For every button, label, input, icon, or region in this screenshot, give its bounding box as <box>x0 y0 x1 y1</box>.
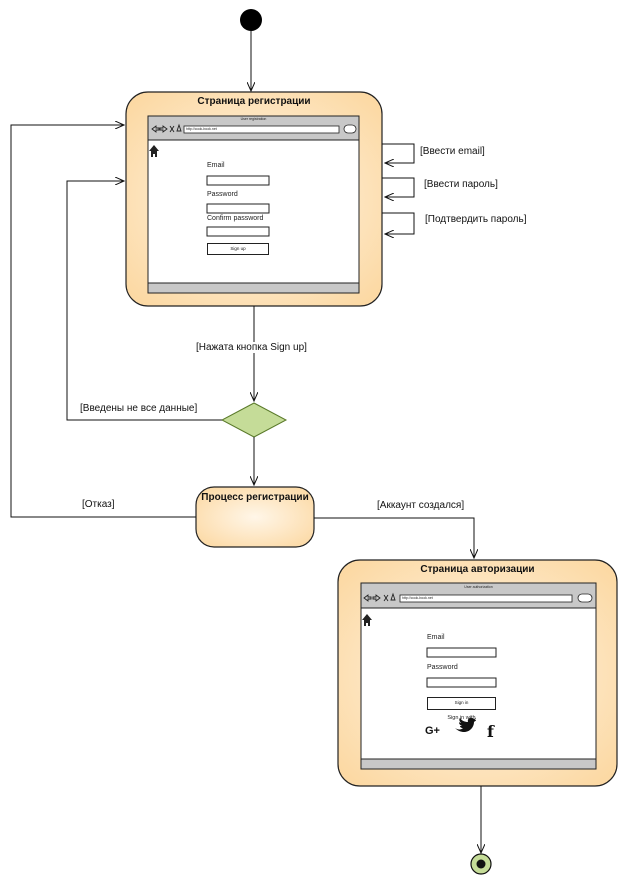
guard-signup-pressed: [Нажата кнопка Sign up] <box>196 342 307 353</box>
guard-enter-email: [Ввести email] <box>420 146 485 157</box>
registration-address-bar <box>183 125 340 134</box>
flow-enter-password-loop <box>382 177 415 197</box>
registration-url-text: http://cook-book.net <box>186 127 217 131</box>
authorization-status-bar <box>360 758 597 770</box>
registration-confirm-field <box>206 226 270 237</box>
decision-node <box>220 402 288 438</box>
registration-state-title: Страница регистрации <box>197 96 311 107</box>
registration-password-field <box>206 203 270 214</box>
flow-confirm-password-loop <box>382 212 415 234</box>
authorization-nav-icons <box>363 592 396 602</box>
registration-confirm-label: Confirm password <box>207 215 264 222</box>
authorization-url-text: http://cook-book.net <box>402 596 433 600</box>
registration-password-label: Password <box>207 191 238 198</box>
flow-refusal <box>10 125 196 518</box>
guard-account-created: [Аккаунт создался] <box>377 500 465 511</box>
authorization-email-label: Email <box>427 634 445 641</box>
registration-signup-button: Sign up <box>207 243 269 255</box>
flow-account-created <box>314 517 474 558</box>
google-plus-icon: G+ <box>425 725 440 737</box>
final-node-core <box>476 859 486 869</box>
authorization-home-icon <box>362 614 372 626</box>
registration-window-title: User registration <box>240 117 267 121</box>
authorization-password-label: Password <box>427 664 458 671</box>
guard-incomplete-data: [Введены не все данные] <box>80 403 198 414</box>
registration-email-field <box>206 175 270 186</box>
authorization-password-field <box>426 677 497 688</box>
registration-email-label: Email <box>207 162 225 169</box>
authorization-browser-window <box>360 582 597 770</box>
authorization-address-bar <box>399 594 573 603</box>
initial-node <box>240 9 262 31</box>
registration-nav-icons <box>151 123 182 133</box>
authorization-window-title: User authorization <box>464 585 493 589</box>
authorization-sign-in-with-label: Sign in with <box>447 715 476 721</box>
authorization-signin-button: Sign in <box>427 697 496 710</box>
authorization-search-box <box>577 593 593 603</box>
authorization-email-field <box>426 647 497 658</box>
process-state-title: Процесс регистрации <box>201 492 309 503</box>
guard-confirm-password: [Подтвердить пароль] <box>425 214 527 225</box>
twitter-icon <box>455 717 476 732</box>
registration-status-bar <box>147 282 360 294</box>
registration-search-box <box>343 124 357 134</box>
guard-enter-password: [Ввести пароль] <box>424 179 498 190</box>
flow-incomplete-data <box>66 181 222 421</box>
guard-refusal: [Отказ] <box>82 499 115 510</box>
facebook-icon: f <box>487 722 494 741</box>
flow-enter-email-loop <box>382 143 415 163</box>
registration-home-icon <box>149 145 159 157</box>
authorization-state-title: Страница авторизации <box>420 564 535 575</box>
